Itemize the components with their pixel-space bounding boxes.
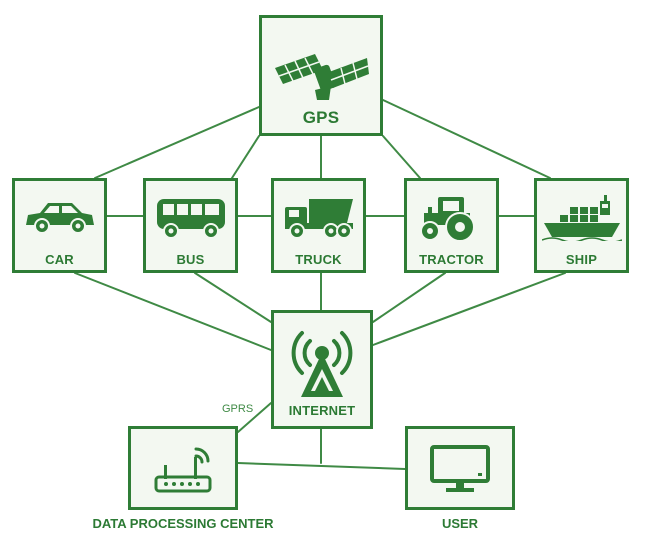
antenna-icon [274, 325, 370, 399]
satellite-icon [262, 46, 380, 102]
data-processing-center-node [128, 426, 238, 510]
link-gps-ship [382, 99, 551, 179]
gprs-label: GPRS [222, 403, 254, 415]
car-label: CAR [45, 252, 74, 267]
tractor-label: TRACTOR [419, 252, 484, 267]
data-processing-center-label: DATA PROCESSING CENTER [92, 516, 274, 531]
user-node [405, 426, 515, 510]
link-tractor-internet [372, 272, 446, 323]
link-bus-internet [194, 272, 272, 323]
tractor-node: TRACTOR [404, 178, 499, 273]
ship-icon [537, 195, 626, 241]
tractor-icon [407, 195, 496, 243]
router-icon [131, 443, 235, 499]
link-car-internet [74, 272, 272, 351]
ship-label: SHIP [565, 252, 598, 267]
car-node: CAR [12, 178, 107, 273]
truck-node: TRUCK [271, 178, 366, 273]
bus-label: BUS [176, 252, 205, 267]
link-gps-bus [231, 135, 260, 179]
ship-node: SHIP [534, 178, 629, 273]
truck-label: TRUCK [295, 252, 342, 267]
gps-label: GPS [302, 108, 340, 127]
internet-label: INTERNET [288, 403, 356, 418]
user-label: USER [441, 516, 479, 531]
link-gps-tractor [382, 135, 421, 179]
bus-icon [146, 195, 235, 241]
monitor-icon [408, 443, 512, 495]
link-dpc-user [237, 462, 406, 470]
gps-node: GPS [259, 15, 383, 136]
link-internet-dpc [237, 402, 272, 433]
car-icon [15, 195, 104, 239]
link-ship-internet [372, 272, 566, 346]
link-gps-car [94, 106, 260, 179]
dump-truck-icon [274, 195, 363, 241]
bus-node: BUS [143, 178, 238, 273]
internet-node: INTERNET [271, 310, 373, 429]
